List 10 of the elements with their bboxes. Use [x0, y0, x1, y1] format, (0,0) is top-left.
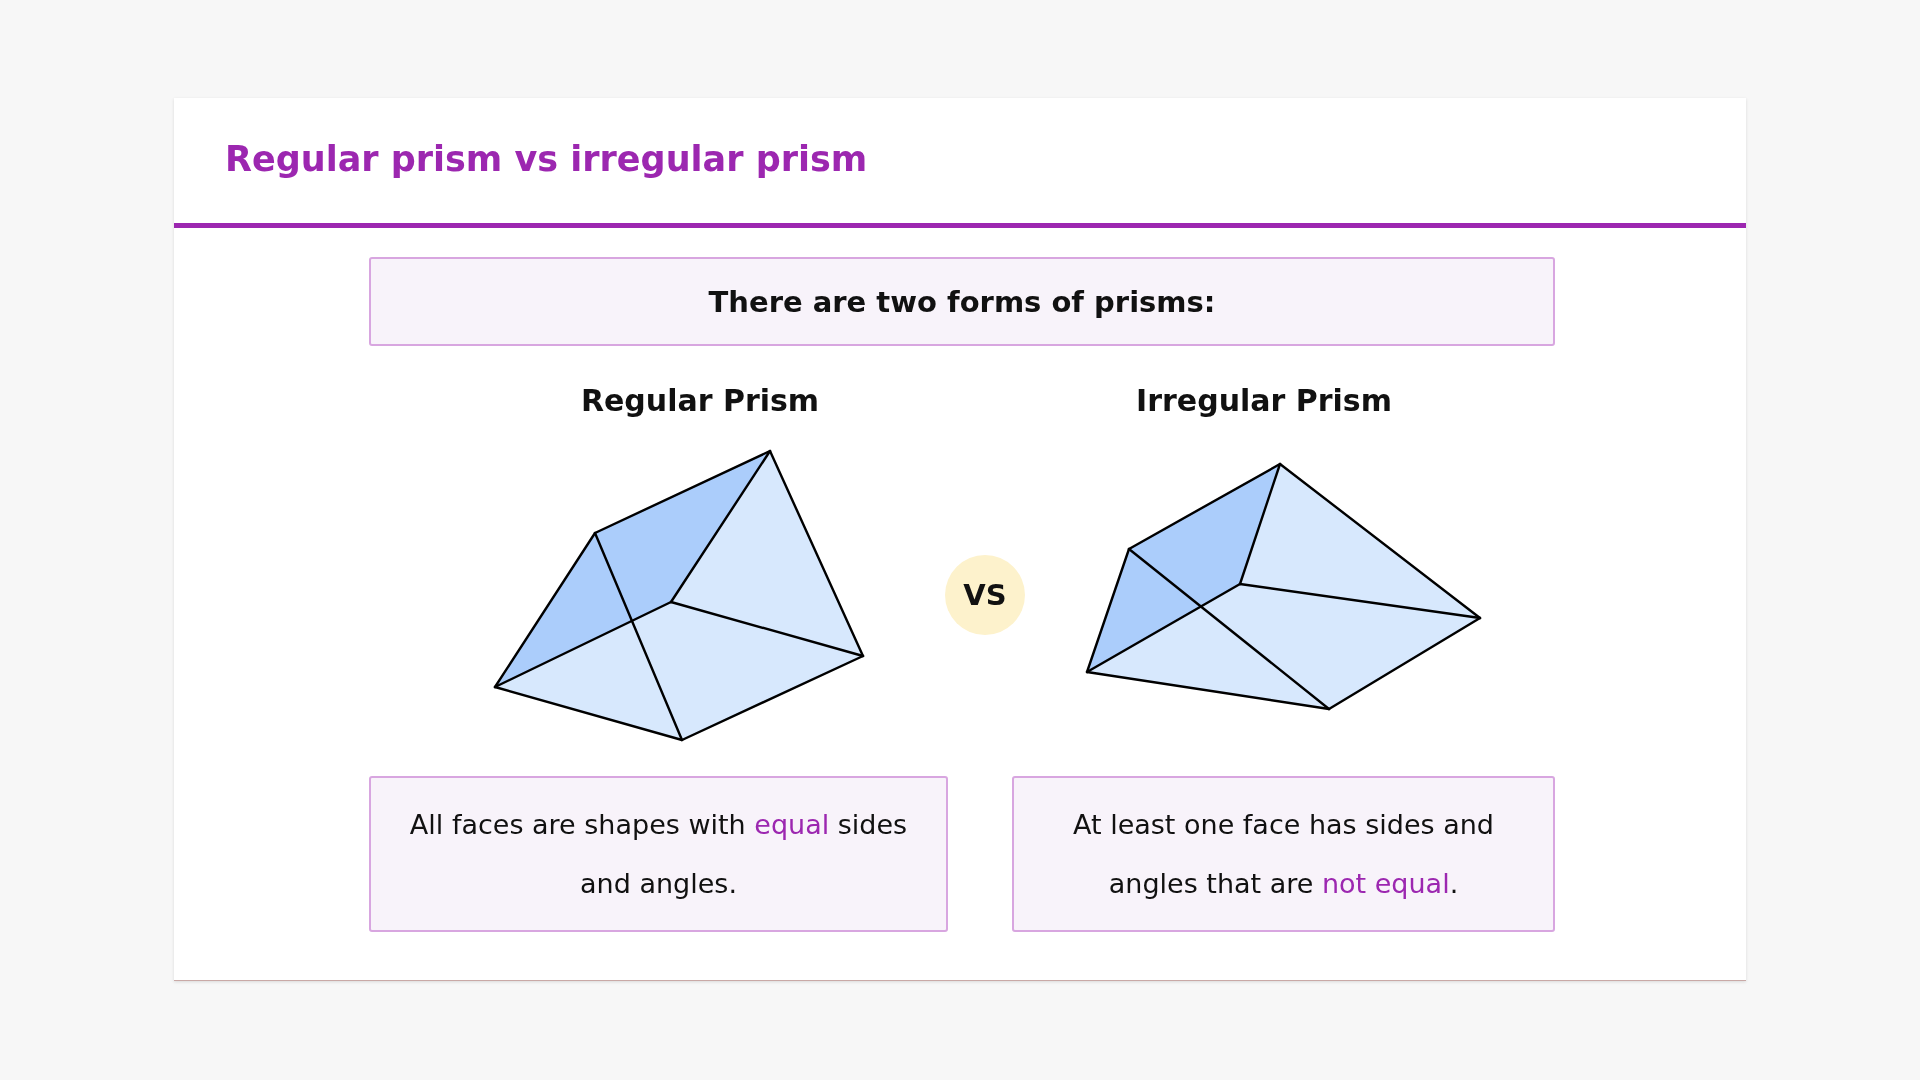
vs-text: VS [963, 578, 1007, 612]
slide-title: Regular prism vs irregular prism [225, 138, 868, 180]
intro-text: There are two forms of prisms: [708, 284, 1216, 319]
section-heading: Regular Prism [580, 383, 820, 418]
intro-box [369, 257, 1555, 346]
description-box [1012, 776, 1555, 932]
description-text: At least one face has sides and angles that are not equal. [1071, 808, 1495, 901]
description-text: All faces are shapes with equal sides and angles. [408, 808, 909, 901]
section-heading: Irregular Prism [1136, 383, 1392, 418]
description-box [369, 776, 948, 932]
